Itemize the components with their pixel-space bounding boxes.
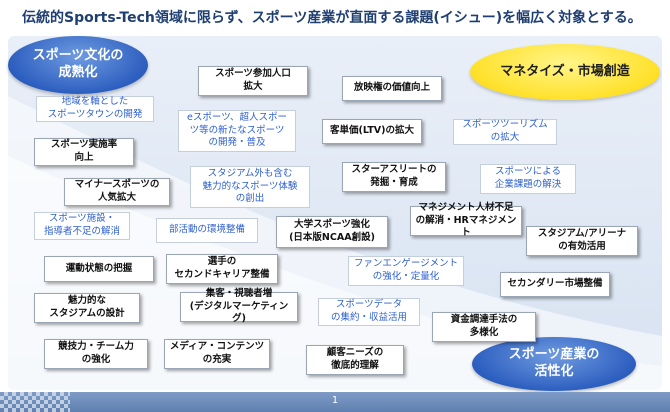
issue-sports-data: スポーツデータ の集約・収益活用 <box>318 298 420 326</box>
issue-star-athletes: スターアスリートの 発掘・育成 <box>342 162 446 192</box>
issue-exercise-tracking: 運動状態の把握 <box>44 256 154 282</box>
oval-monetize-market-creation: マネタイズ・市場創造 <box>470 44 660 100</box>
issue-sports-town: 地域を軸とした スポーツタウンの開発 <box>36 96 154 122</box>
issue-second-career: 選手の セカンドキャリア整備 <box>166 254 278 284</box>
issue-stadium-design: 魅力的な スタジアムの設計 <box>34 293 140 323</box>
issue-stadium-utilization: スタジアム/アリーナ の有効活用 <box>526 226 638 256</box>
issue-club-activities: 部活動の環境整備 <box>156 218 258 243</box>
page-number: 1 <box>331 395 339 406</box>
issue-financing: 資金調達手法の 多様化 <box>432 312 536 342</box>
oval-sports-industry-activation: スポーツ産業の 活性化 <box>472 337 636 391</box>
issue-minor-sports: マイナースポーツの 人気拡大 <box>64 178 170 206</box>
issue-sports-tourism: スポーツツーリズム の拡大 <box>453 119 557 145</box>
issue-fan-engagement: ファンエンゲージメント の強化・定量化 <box>348 256 464 286</box>
issue-sports-experience: スタジアム外も含む 魅力的なスポーツ体験 の創出 <box>190 166 310 208</box>
issue-esports: eスポーツ、超人スポー ツ等の新たなスポーツ の開発・普及 <box>178 110 296 152</box>
footer-bar <box>0 392 670 412</box>
issue-corporate-solutions: スポーツによる 企業課題の解決 <box>480 164 576 194</box>
issue-facility-shortage: スポーツ施設・ 指導者不足の解消 <box>34 212 130 240</box>
issue-management-talent: マネジメント人材不足 の解消・HRマネジメント <box>410 202 522 238</box>
issue-participation-rate: スポーツ実施率 向上 <box>34 138 134 166</box>
oval-activate-label: スポーツ産業の 活性化 <box>508 347 600 379</box>
footer-checker-pattern <box>0 392 70 412</box>
issue-sports-participation: スポーツ参加人口 拡大 <box>198 66 308 96</box>
issue-secondary-market: セカンダリー市場整備 <box>500 272 610 297</box>
issue-competitive-strength: 競技力・チーム力 の強化 <box>44 339 148 369</box>
issue-customer-needs: 顧客ニーズの 徹底的理解 <box>306 345 404 375</box>
slide-headline: 伝統的Sports-Tech領域に限らず、スポーツ産業が直面する課題(イシュー)… <box>22 10 642 26</box>
oval-sports-culture-maturation: スポーツ文化の 成熟化 <box>8 36 148 94</box>
oval-monetize-label: マネタイズ・市場創造 <box>500 63 630 79</box>
issue-media-content: メディア・コンテンツ の充実 <box>164 339 270 369</box>
issue-customer-ltv: 客単価(LTV)の拡大 <box>322 119 422 144</box>
issue-university-sports: 大学スポーツ強化 (日本版NCAA創設) <box>276 216 388 248</box>
issue-broadcast-rights: 放映権の価値向上 <box>342 76 442 101</box>
issue-digital-marketing: 集客・視聴者増 (デジタルマーケティング) <box>180 288 298 324</box>
oval-sports-culture-label: スポーツ文化の 成熟化 <box>32 48 124 80</box>
